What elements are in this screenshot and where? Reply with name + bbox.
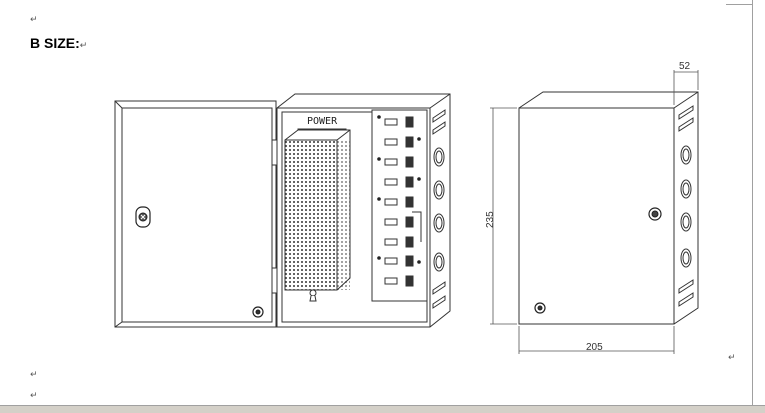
- closed-side-knockouts: [678, 105, 694, 307]
- dimension-height: [490, 107, 517, 325]
- paragraph-mark: ↵: [79, 40, 88, 50]
- dimension-depth-label: 52: [679, 61, 691, 72]
- closed-screw-icon: [534, 302, 546, 314]
- power-supply: POWER: [284, 116, 351, 291]
- heading-text: B SIZE:: [30, 35, 80, 51]
- closed-lock-icon: [648, 207, 662, 221]
- heading: B SIZE:↵: [30, 35, 87, 51]
- dimension-depth: [673, 70, 699, 105]
- paragraph-mark: ↵: [30, 391, 38, 401]
- paragraph-mark: ↵: [30, 15, 38, 25]
- terminal-board: [371, 109, 428, 302]
- terminal-rows: [377, 115, 422, 287]
- dimension-height-label: 235: [485, 211, 496, 228]
- paragraph-mark: ↵: [30, 370, 38, 380]
- window-bottom-bar: [0, 405, 765, 413]
- page-border-right: [752, 0, 753, 406]
- door-screw-icon: [252, 306, 264, 318]
- closed-cabinet: [518, 91, 699, 325]
- door-lock-icon: [135, 206, 151, 228]
- power-label: POWER: [307, 116, 338, 127]
- page-border-top: [726, 4, 752, 5]
- keyhole-icon: [309, 289, 317, 302]
- paragraph-mark: ↵: [728, 353, 736, 363]
- cabinet-side-knockouts: [432, 109, 446, 309]
- dimension-width: [518, 326, 675, 354]
- dimension-width-label: 205: [586, 342, 603, 353]
